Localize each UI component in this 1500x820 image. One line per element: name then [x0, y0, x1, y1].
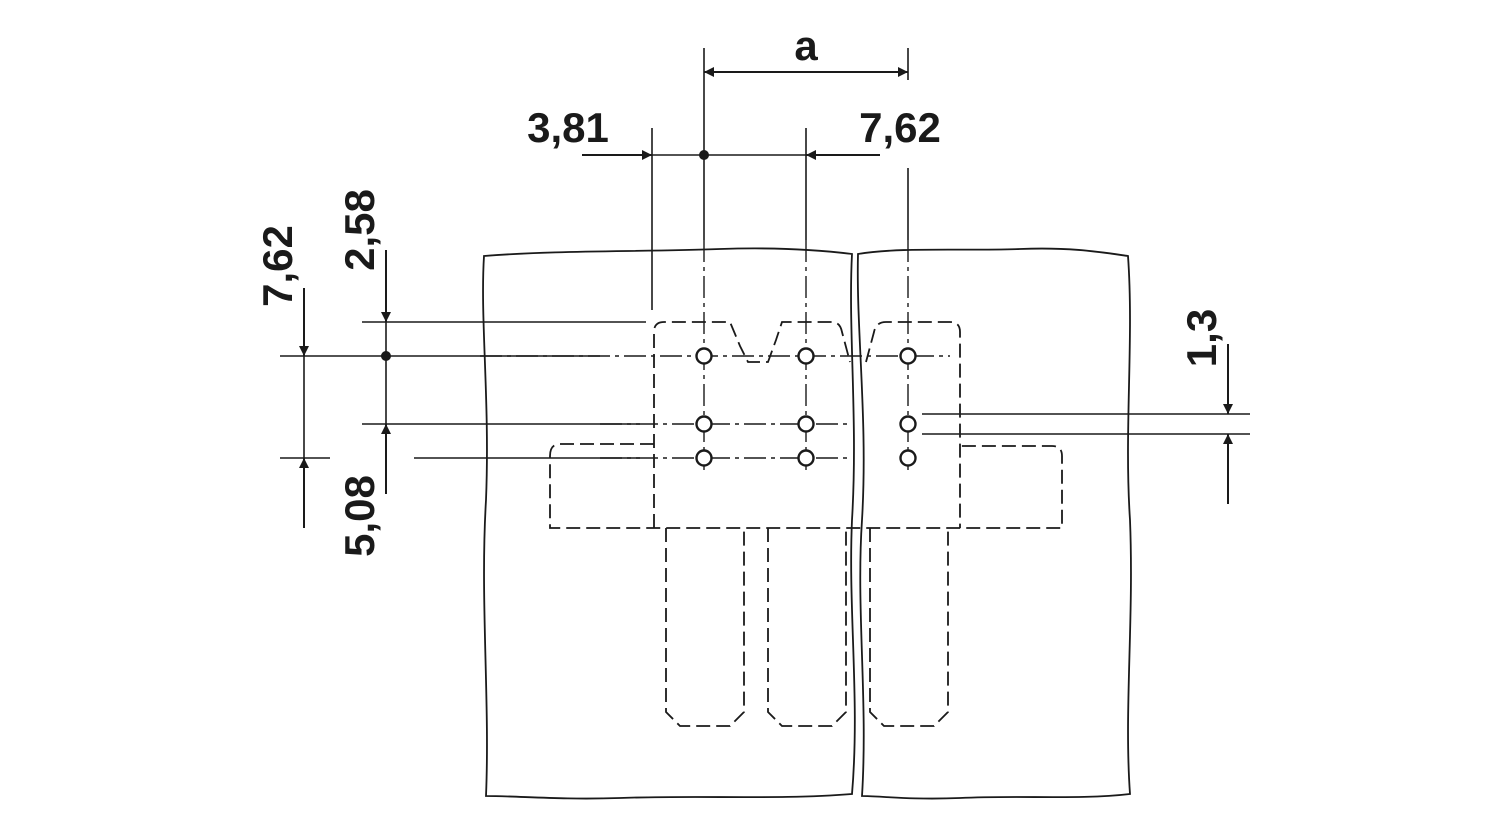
connector-outline — [549, 321, 1063, 727]
extension-lines — [280, 48, 1250, 459]
reference-dot-left — [381, 351, 391, 361]
board-right — [856, 247, 1132, 800]
dimension-label-5-08: 5,08 — [336, 475, 383, 557]
dimension-label-a: a — [794, 22, 818, 69]
solder-holes — [695, 347, 917, 467]
dimension-label-2-58: 2,58 — [336, 189, 383, 271]
dimension-lines — [299, 67, 1233, 528]
dimension-label-7-62-left: 7,62 — [254, 225, 301, 307]
dimension-label-3-81: 3,81 — [527, 104, 609, 151]
reference-dot-top — [699, 150, 709, 160]
dimension-label-1-3: 1,3 — [1178, 309, 1225, 367]
board-left — [482, 247, 856, 800]
dimension-label-7-62-top: 7,62 — [859, 104, 941, 151]
